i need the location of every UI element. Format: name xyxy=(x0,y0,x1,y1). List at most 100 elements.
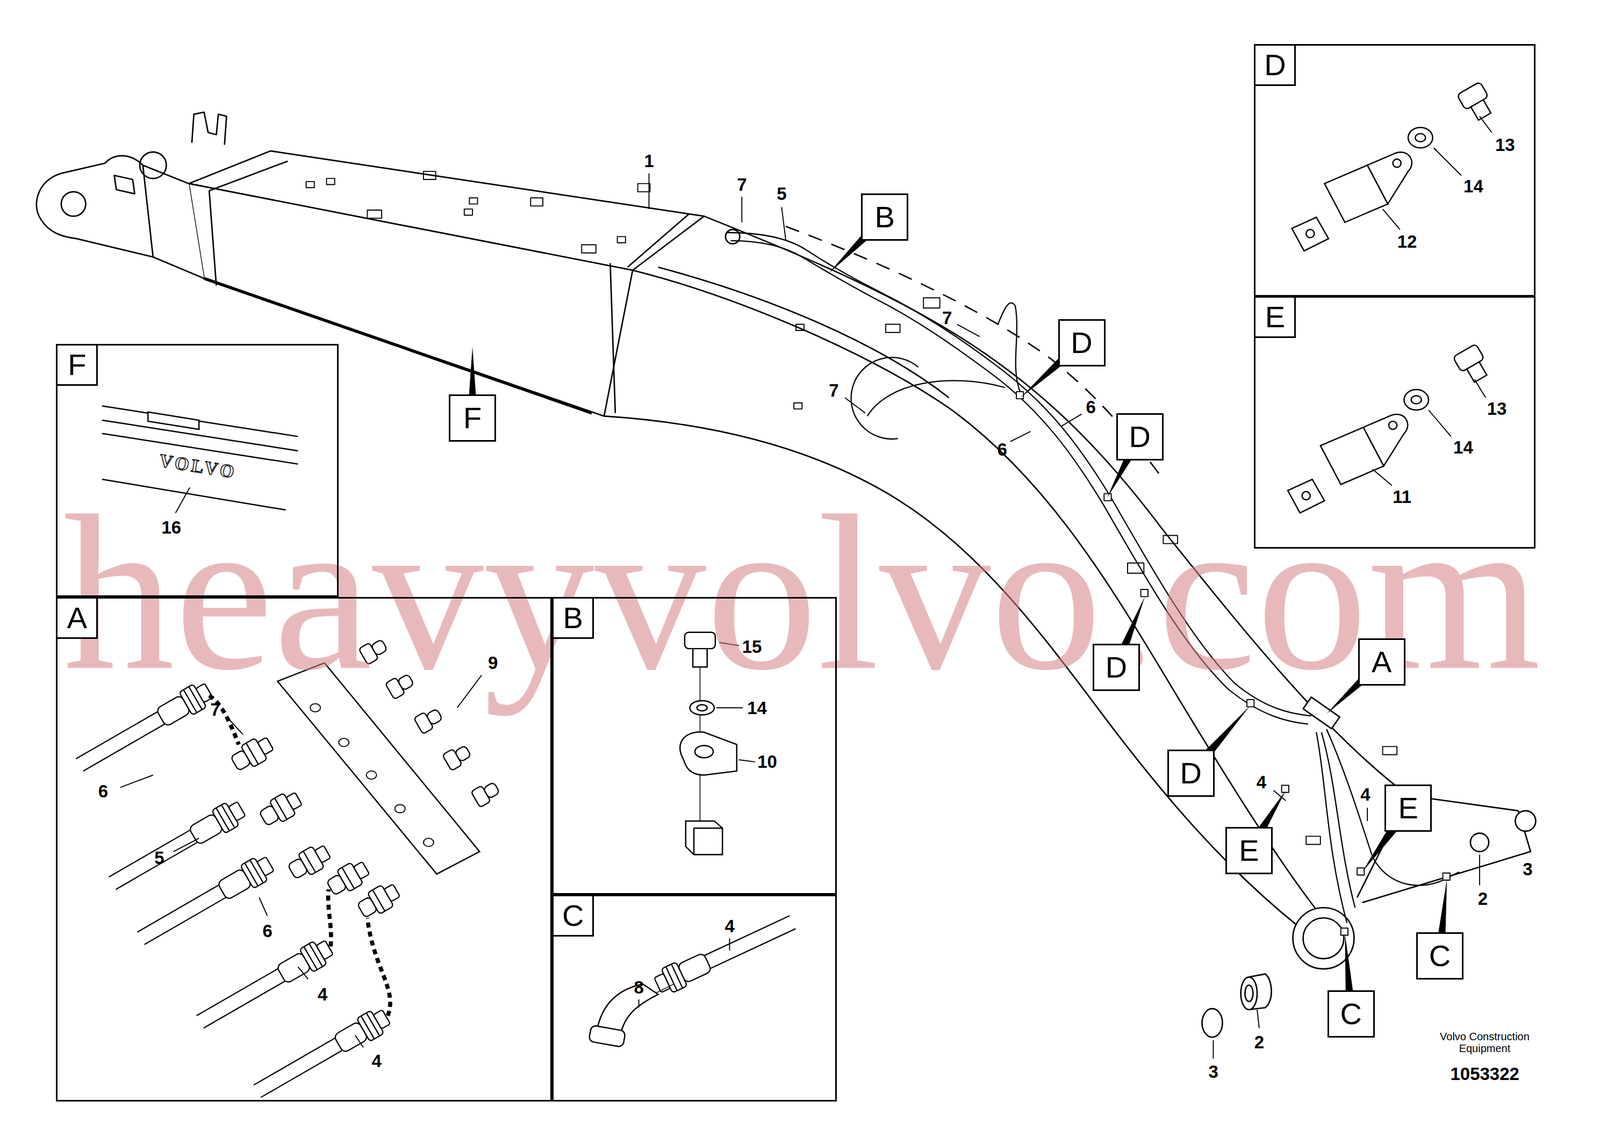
callout-number: 6 xyxy=(1086,397,1096,418)
callout-number: 12 xyxy=(1397,232,1418,252)
boom-drawing xyxy=(1240,977,1258,1010)
callout-letter: D xyxy=(1105,650,1128,685)
inset-drawings xyxy=(147,412,199,430)
panel-letter-box: D xyxy=(1255,45,1296,86)
boom-drawing xyxy=(658,267,950,398)
inset-drawings xyxy=(679,732,737,776)
boom-drawing xyxy=(61,191,86,217)
inset-drawings xyxy=(685,821,723,856)
callout-letter-box: D xyxy=(1058,319,1106,367)
inset-drawings xyxy=(1292,81,1497,251)
inset-drawings xyxy=(328,889,332,947)
inset-drawings xyxy=(310,704,434,848)
callout-letter-box: A xyxy=(1358,638,1406,686)
detail-panel: E xyxy=(1253,296,1536,550)
panel-letter-box: E xyxy=(1255,297,1296,339)
callout-number: 9 xyxy=(488,653,498,673)
inset-drawings xyxy=(366,771,377,780)
boom-drawing xyxy=(725,229,741,245)
callout-number: 8 xyxy=(634,978,644,998)
callout-letter: D xyxy=(1128,419,1151,454)
callout-number: 14 xyxy=(1453,438,1474,458)
callout-number: 6 xyxy=(98,781,109,802)
boom-drawing xyxy=(1443,873,1451,881)
callout-number: 1 xyxy=(644,151,655,171)
boom-drawing xyxy=(1382,746,1398,755)
callout-number: 10 xyxy=(757,752,778,772)
boom-drawing xyxy=(464,209,473,215)
panel-letter-box: B xyxy=(553,598,594,640)
callout-letter: E xyxy=(1397,791,1418,825)
boom-drawing xyxy=(1316,732,1347,924)
callout-number: 4 xyxy=(724,916,735,937)
inset-drawings xyxy=(588,1025,626,1048)
callout-number: 6 xyxy=(262,921,272,942)
boom-drawing xyxy=(1303,917,1345,959)
panel-letter: D xyxy=(1264,47,1286,82)
inset-drawings xyxy=(639,938,730,1008)
inset-drawings xyxy=(102,405,299,451)
panel-letter: A xyxy=(67,600,88,635)
callout-letter-box: F xyxy=(448,394,497,442)
panel-letter-box: C xyxy=(553,896,594,937)
callout-letter-box: E xyxy=(1384,784,1432,832)
inset-drawings xyxy=(1372,116,1492,486)
callout-number: 3 xyxy=(1208,1062,1218,1082)
inset-drawings xyxy=(209,695,391,1016)
inset-drawings xyxy=(310,704,321,713)
boom-drawing xyxy=(1470,833,1489,852)
inset-drawings xyxy=(694,745,714,758)
boom-drawing xyxy=(923,297,940,308)
boom-drawing xyxy=(423,171,436,180)
boom-drawing xyxy=(793,403,802,410)
panel-letter: F xyxy=(67,347,86,382)
inset-drawings xyxy=(285,841,334,883)
callout-letter-box: D xyxy=(1092,643,1140,692)
callout-number: 7 xyxy=(210,700,221,720)
detail-panel: D xyxy=(1253,44,1536,298)
callout-number: 4 xyxy=(317,985,328,1005)
callout-number: 2 xyxy=(1254,1032,1265,1053)
boom-drawing xyxy=(998,303,1021,393)
boom-drawing xyxy=(36,155,205,279)
inset-drawings xyxy=(1253,44,1536,550)
callout-number: 4 xyxy=(371,1051,382,1072)
inset-drawings xyxy=(423,838,434,847)
boom-drawing xyxy=(885,324,901,333)
inset-drawings xyxy=(413,706,445,735)
boom-drawing xyxy=(1321,732,1356,908)
callout-letter: F xyxy=(463,400,482,435)
boom-drawing xyxy=(867,380,1006,416)
inset-drawings xyxy=(442,742,473,771)
callout-number: 3 xyxy=(1522,859,1533,880)
boom-drawing xyxy=(1244,985,1253,1002)
boom-drawing xyxy=(1326,729,1460,886)
boom-drawing xyxy=(469,197,478,204)
panel-letter: B xyxy=(562,600,583,635)
inset-drawings xyxy=(395,805,406,814)
boom-drawing xyxy=(326,178,335,185)
boom-drawing xyxy=(1306,836,1321,845)
callout-number: 7 xyxy=(736,175,747,195)
panel-letter: C xyxy=(562,898,584,933)
inset-drawings xyxy=(250,1005,393,1103)
callout-number: 5 xyxy=(776,184,787,204)
callout-letter: E xyxy=(1238,833,1259,868)
boom-drawing xyxy=(1340,928,1348,936)
boom-drawing xyxy=(1357,795,1531,903)
callout-number: 4 xyxy=(1360,785,1370,805)
boom-drawing xyxy=(637,183,651,192)
panel-letter-box: A xyxy=(57,598,98,640)
callout-number: 15 xyxy=(742,637,763,657)
boom-drawing xyxy=(1202,1008,1223,1038)
callout-letter: D xyxy=(1070,325,1093,360)
publisher-note: Volvo Construction Equipment xyxy=(1422,1030,1547,1055)
inset-drawings xyxy=(338,738,349,747)
callout-number: 4 xyxy=(1256,772,1267,793)
callout-number: 7 xyxy=(942,308,952,328)
callout-number: 7 xyxy=(828,381,839,401)
callout-letter-box: D xyxy=(1167,749,1215,798)
inset-drawings xyxy=(120,675,482,1048)
callout-letter: A xyxy=(1371,644,1392,679)
